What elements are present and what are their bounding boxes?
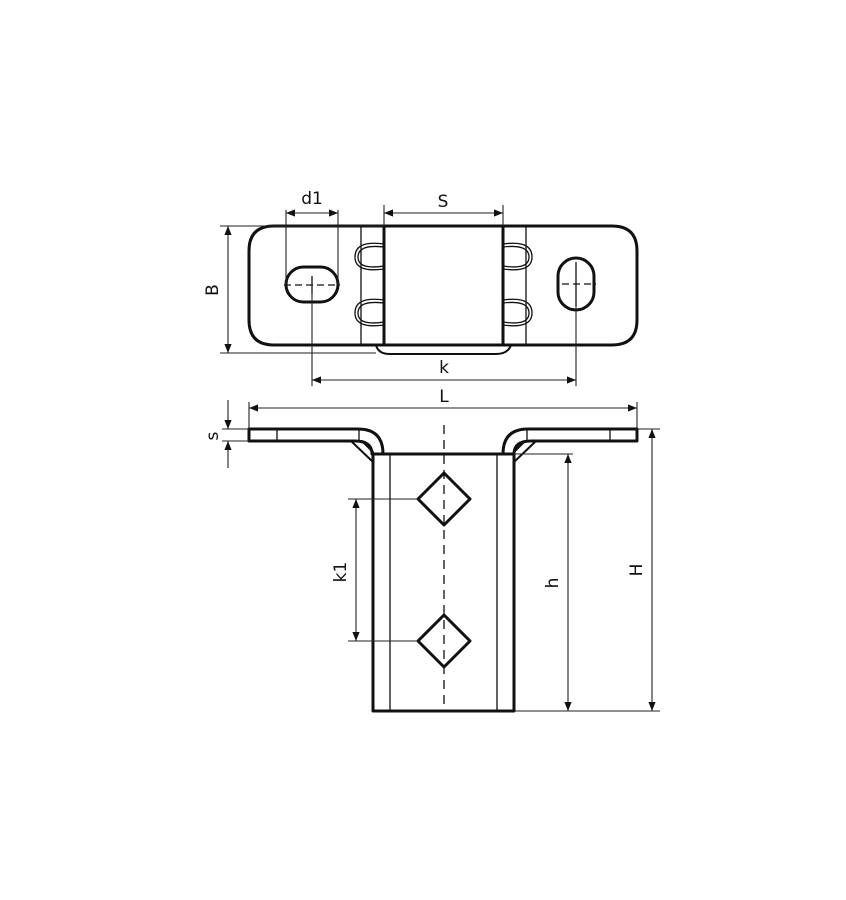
rib-right-lower [502, 298, 533, 327]
gusset-left [350, 440, 374, 463]
d1-label: d1 [301, 189, 323, 209]
L-label: L [439, 387, 449, 407]
rib-right-upper-inner [502, 245, 530, 268]
B-label: B [203, 284, 223, 296]
rib-left-upper-inner [357, 245, 385, 268]
square-hole-lower [416, 613, 472, 669]
square-hole-upper [416, 471, 472, 527]
right-flange-outline [501, 224, 639, 347]
rib-left-upper [354, 242, 385, 271]
rib-left-lower-inner [357, 301, 385, 324]
rib-left-lower [354, 298, 385, 327]
rib-right-upper [502, 242, 533, 271]
k1-label: k1 [331, 562, 351, 583]
s-label: s [203, 431, 223, 440]
left-flange-outline [247, 224, 386, 347]
rib-right-lower-inner [502, 301, 530, 324]
H-label: H [627, 564, 647, 577]
S-label: S [438, 192, 449, 212]
channel-outline [382, 224, 505, 347]
h-label: h [543, 578, 563, 589]
top-view: d1 S B k [203, 189, 639, 386]
k-label: k [439, 358, 449, 378]
front-view: L s k1 h H [203, 387, 660, 713]
gusset-right [513, 440, 537, 463]
channel-bottom-bulge [375, 344, 512, 355]
